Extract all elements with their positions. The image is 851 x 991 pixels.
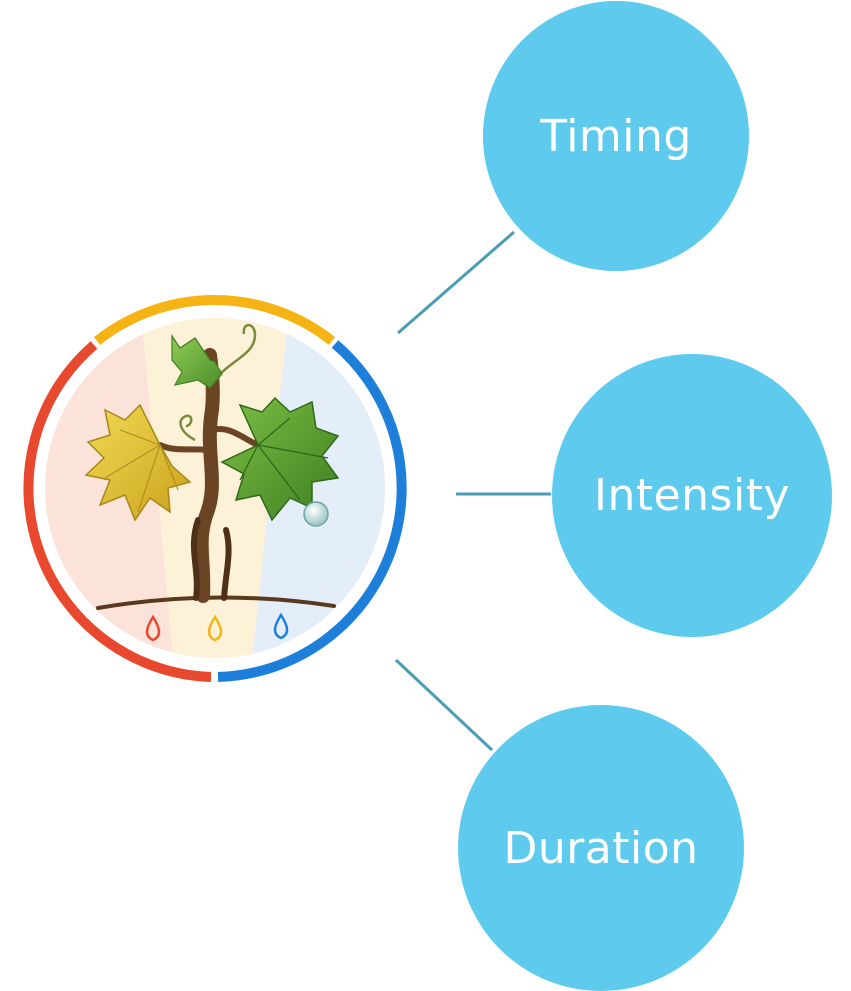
connector-lines — [394, 230, 551, 752]
node-timing: Timing — [483, 1, 749, 271]
connector-timing — [397, 230, 515, 335]
connector-duration — [394, 658, 494, 752]
node-intensity-label: Intensity — [593, 470, 790, 521]
node-timing-label: Timing — [540, 110, 692, 162]
node-duration-label: Duration — [503, 822, 699, 874]
grapevine-stress-icon — [10, 283, 420, 693]
node-duration: Duration — [458, 705, 744, 991]
node-intensity: Intensity — [552, 354, 832, 637]
